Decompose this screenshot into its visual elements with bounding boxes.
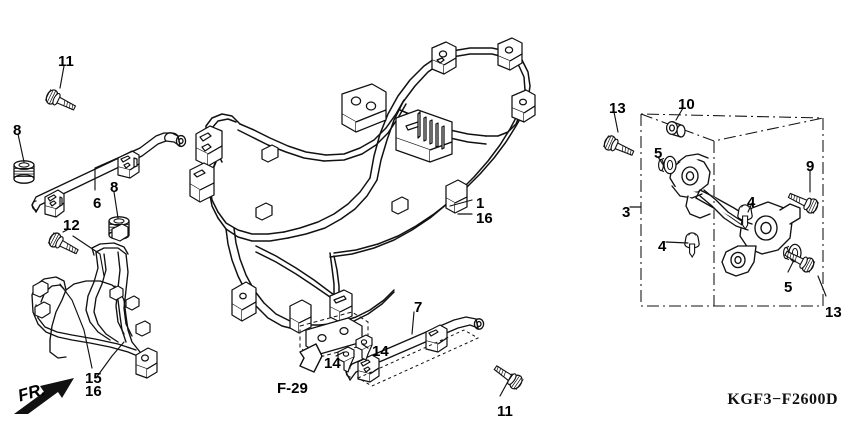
part-13-bolt-top <box>601 133 637 161</box>
callout-13-topleft: 13 <box>609 100 626 117</box>
part-3-assembly-boundary <box>640 113 824 307</box>
callout-4-left: 4 <box>658 238 667 255</box>
callout-11-bottom: 11 <box>497 403 513 420</box>
part-1-frame-fittings <box>189 37 536 355</box>
callout-16-left: 16 <box>85 383 102 400</box>
part-6-bracket-left <box>44 189 65 218</box>
part-7-rear-bar <box>345 316 485 381</box>
callout-13-bottom: 13 <box>825 304 842 321</box>
callout-15: 15 <box>85 370 102 387</box>
part-7-outline <box>356 329 480 387</box>
callout-11-top: 11 <box>58 53 74 70</box>
callout-7: 7 <box>414 299 423 316</box>
part-10-nut <box>665 120 686 138</box>
part-7-bracket-right <box>425 324 448 353</box>
part-6-bracket-right <box>117 150 140 179</box>
part-number-label: KGF3−F2600D <box>727 391 838 408</box>
callout-9: 9 <box>806 158 815 175</box>
fr-dot <box>59 383 65 389</box>
part-7-bracket-left <box>357 354 380 383</box>
part-12-bolt <box>46 230 82 259</box>
part-15-16-lugs <box>32 223 158 379</box>
callout-5-top: 5 <box>654 145 663 162</box>
callout-5-bottom: 5 <box>784 279 793 296</box>
callout-10: 10 <box>678 96 695 113</box>
part-11-bolt-top <box>43 87 79 116</box>
part-11-bolt-bottom <box>490 360 526 392</box>
part-14-clip-left <box>337 346 355 373</box>
callout-4-right: 4 <box>747 194 756 211</box>
callout-1: 1 <box>476 195 485 212</box>
callout-8-mid: 8 <box>110 179 119 196</box>
callout-16-center: 16 <box>476 210 493 227</box>
part-4-joint-left <box>684 232 700 258</box>
callout-14-right: 14 <box>372 343 389 360</box>
callout-6: 6 <box>93 195 102 212</box>
callout-8-left: 8 <box>13 122 22 139</box>
callout-14-left: 14 <box>324 355 341 372</box>
part-14-clip-right <box>355 334 373 361</box>
callout-12: 12 <box>63 217 80 234</box>
part-8-grommet-left <box>13 160 35 184</box>
callout-3: 3 <box>622 204 631 221</box>
front-direction-arrow <box>14 378 74 414</box>
f29-pointer <box>299 343 323 373</box>
part-3-link-arm <box>669 153 801 277</box>
cross-reference-label: F-29 <box>277 380 308 397</box>
callout-leader-lines <box>17 65 827 397</box>
